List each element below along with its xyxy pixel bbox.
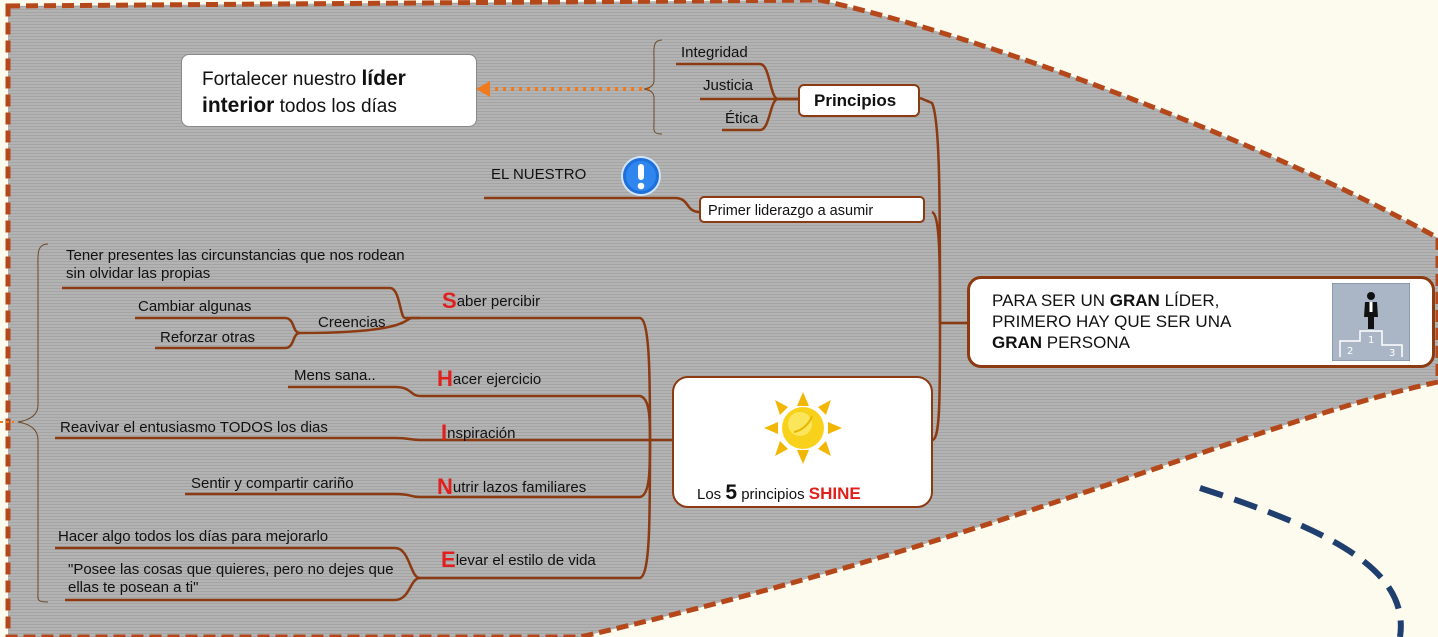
hacer-letter: H — [437, 366, 453, 391]
saber-rest: aber percibir — [456, 293, 541, 310]
svg-text:1: 1 — [1368, 335, 1374, 346]
callout-bold-interior: interior — [202, 94, 275, 117]
branch-inspiracion[interactable]: Inspiración — [441, 422, 516, 444]
principios-node[interactable]: Principios — [798, 84, 920, 117]
principios-item-etica[interactable]: Ética — [725, 110, 759, 127]
principios-item-justicia[interactable]: Justicia — [703, 77, 754, 94]
posee-quote[interactable]: "Posee las cosas que quieres, pero no de… — [68, 561, 394, 596]
creencias-label[interactable]: Creencias — [318, 314, 386, 331]
elevar-letter: E — [441, 547, 456, 572]
central-line3-bold: GRAN — [992, 333, 1043, 352]
callout-text-post: todos los días — [274, 96, 397, 117]
branch-nutrir[interactable]: Nutrir lazos familiares — [437, 476, 587, 498]
svg-text:3: 3 — [1389, 348, 1395, 359]
branch-saber[interactable]: Saber percibir — [442, 290, 541, 312]
reavivar-label[interactable]: Reavivar el entusiasmo TODOS los dias — [60, 419, 328, 436]
exclamation-icon — [621, 156, 661, 196]
branch-lines — [55, 62, 968, 602]
nutrir-letter: N — [437, 474, 453, 499]
inspiracion-rest: nspiración — [447, 425, 516, 442]
mens-sana-label[interactable]: Mens sana.. — [294, 367, 376, 384]
brackets — [17, 39, 663, 603]
sun-icon — [764, 392, 842, 464]
boundary-region — [5, 0, 1438, 637]
relationship-link — [1199, 485, 1404, 637]
sentir-label[interactable]: Sentir y compartir cariño — [191, 475, 354, 492]
nutrir-rest: utrir lazos familiares — [452, 479, 587, 496]
reforzar-label[interactable]: Reforzar otras — [160, 329, 256, 346]
principios-item-integridad[interactable]: Integridad — [681, 44, 748, 61]
central-topic[interactable]: PARA SER UN GRAN LÍDER, PRIMERO HAY QUE … — [967, 276, 1435, 368]
saber-letter: S — [442, 288, 457, 313]
svg-text:2: 2 — [1347, 346, 1353, 357]
cambiar-label[interactable]: Cambiar algunas — [138, 298, 252, 315]
central-line1-bold: GRAN — [1109, 291, 1160, 310]
shine-number: 5 — [725, 481, 738, 504]
shine-node[interactable]: Los 5 principios SHINE — [672, 376, 933, 508]
hacer-rest: acer ejercicio — [452, 371, 542, 388]
principios-title: Principios — [814, 91, 897, 110]
shine-mid: principios — [737, 486, 809, 503]
central-line1-post: LÍDER, — [1159, 291, 1220, 310]
shine-word: SHINE — [808, 484, 861, 503]
central-line1-pre: PARA SER UN — [992, 291, 1110, 310]
inspiracion-letter: I — [441, 420, 448, 445]
podium-icon: 1 2 3 — [1332, 283, 1410, 361]
branch-hacer[interactable]: Hacer ejercicio — [437, 368, 542, 390]
callout-text-pre: Fortalecer nuestro — [202, 69, 362, 90]
el-nuestro-label[interactable]: EL NUESTRO — [491, 166, 587, 183]
hacer-algo-label[interactable]: Hacer algo todos los días para mejorarlo — [58, 528, 329, 545]
circunstancias-text[interactable]: Tener presentes las circunstancias que n… — [66, 247, 405, 282]
callout-arrow-head — [476, 81, 490, 97]
branch-elevar[interactable]: Elevar el estilo de vida — [441, 549, 596, 571]
primer-liderazgo-title: Primer liderazgo a asumir — [708, 203, 874, 219]
central-line2: PRIMERO HAY QUE SER UNA — [992, 312, 1232, 331]
elevar-rest: levar el estilo de vida — [455, 552, 596, 569]
shine-pre: Los — [697, 486, 726, 503]
central-line3-post: PERSONA — [1042, 333, 1130, 352]
callout-bold-lider: líder — [361, 67, 406, 90]
primer-liderazgo-node[interactable]: Primer liderazgo a asumir — [699, 196, 925, 223]
callout-box[interactable]: Fortalecer nuestro líder interior todos … — [181, 54, 477, 127]
